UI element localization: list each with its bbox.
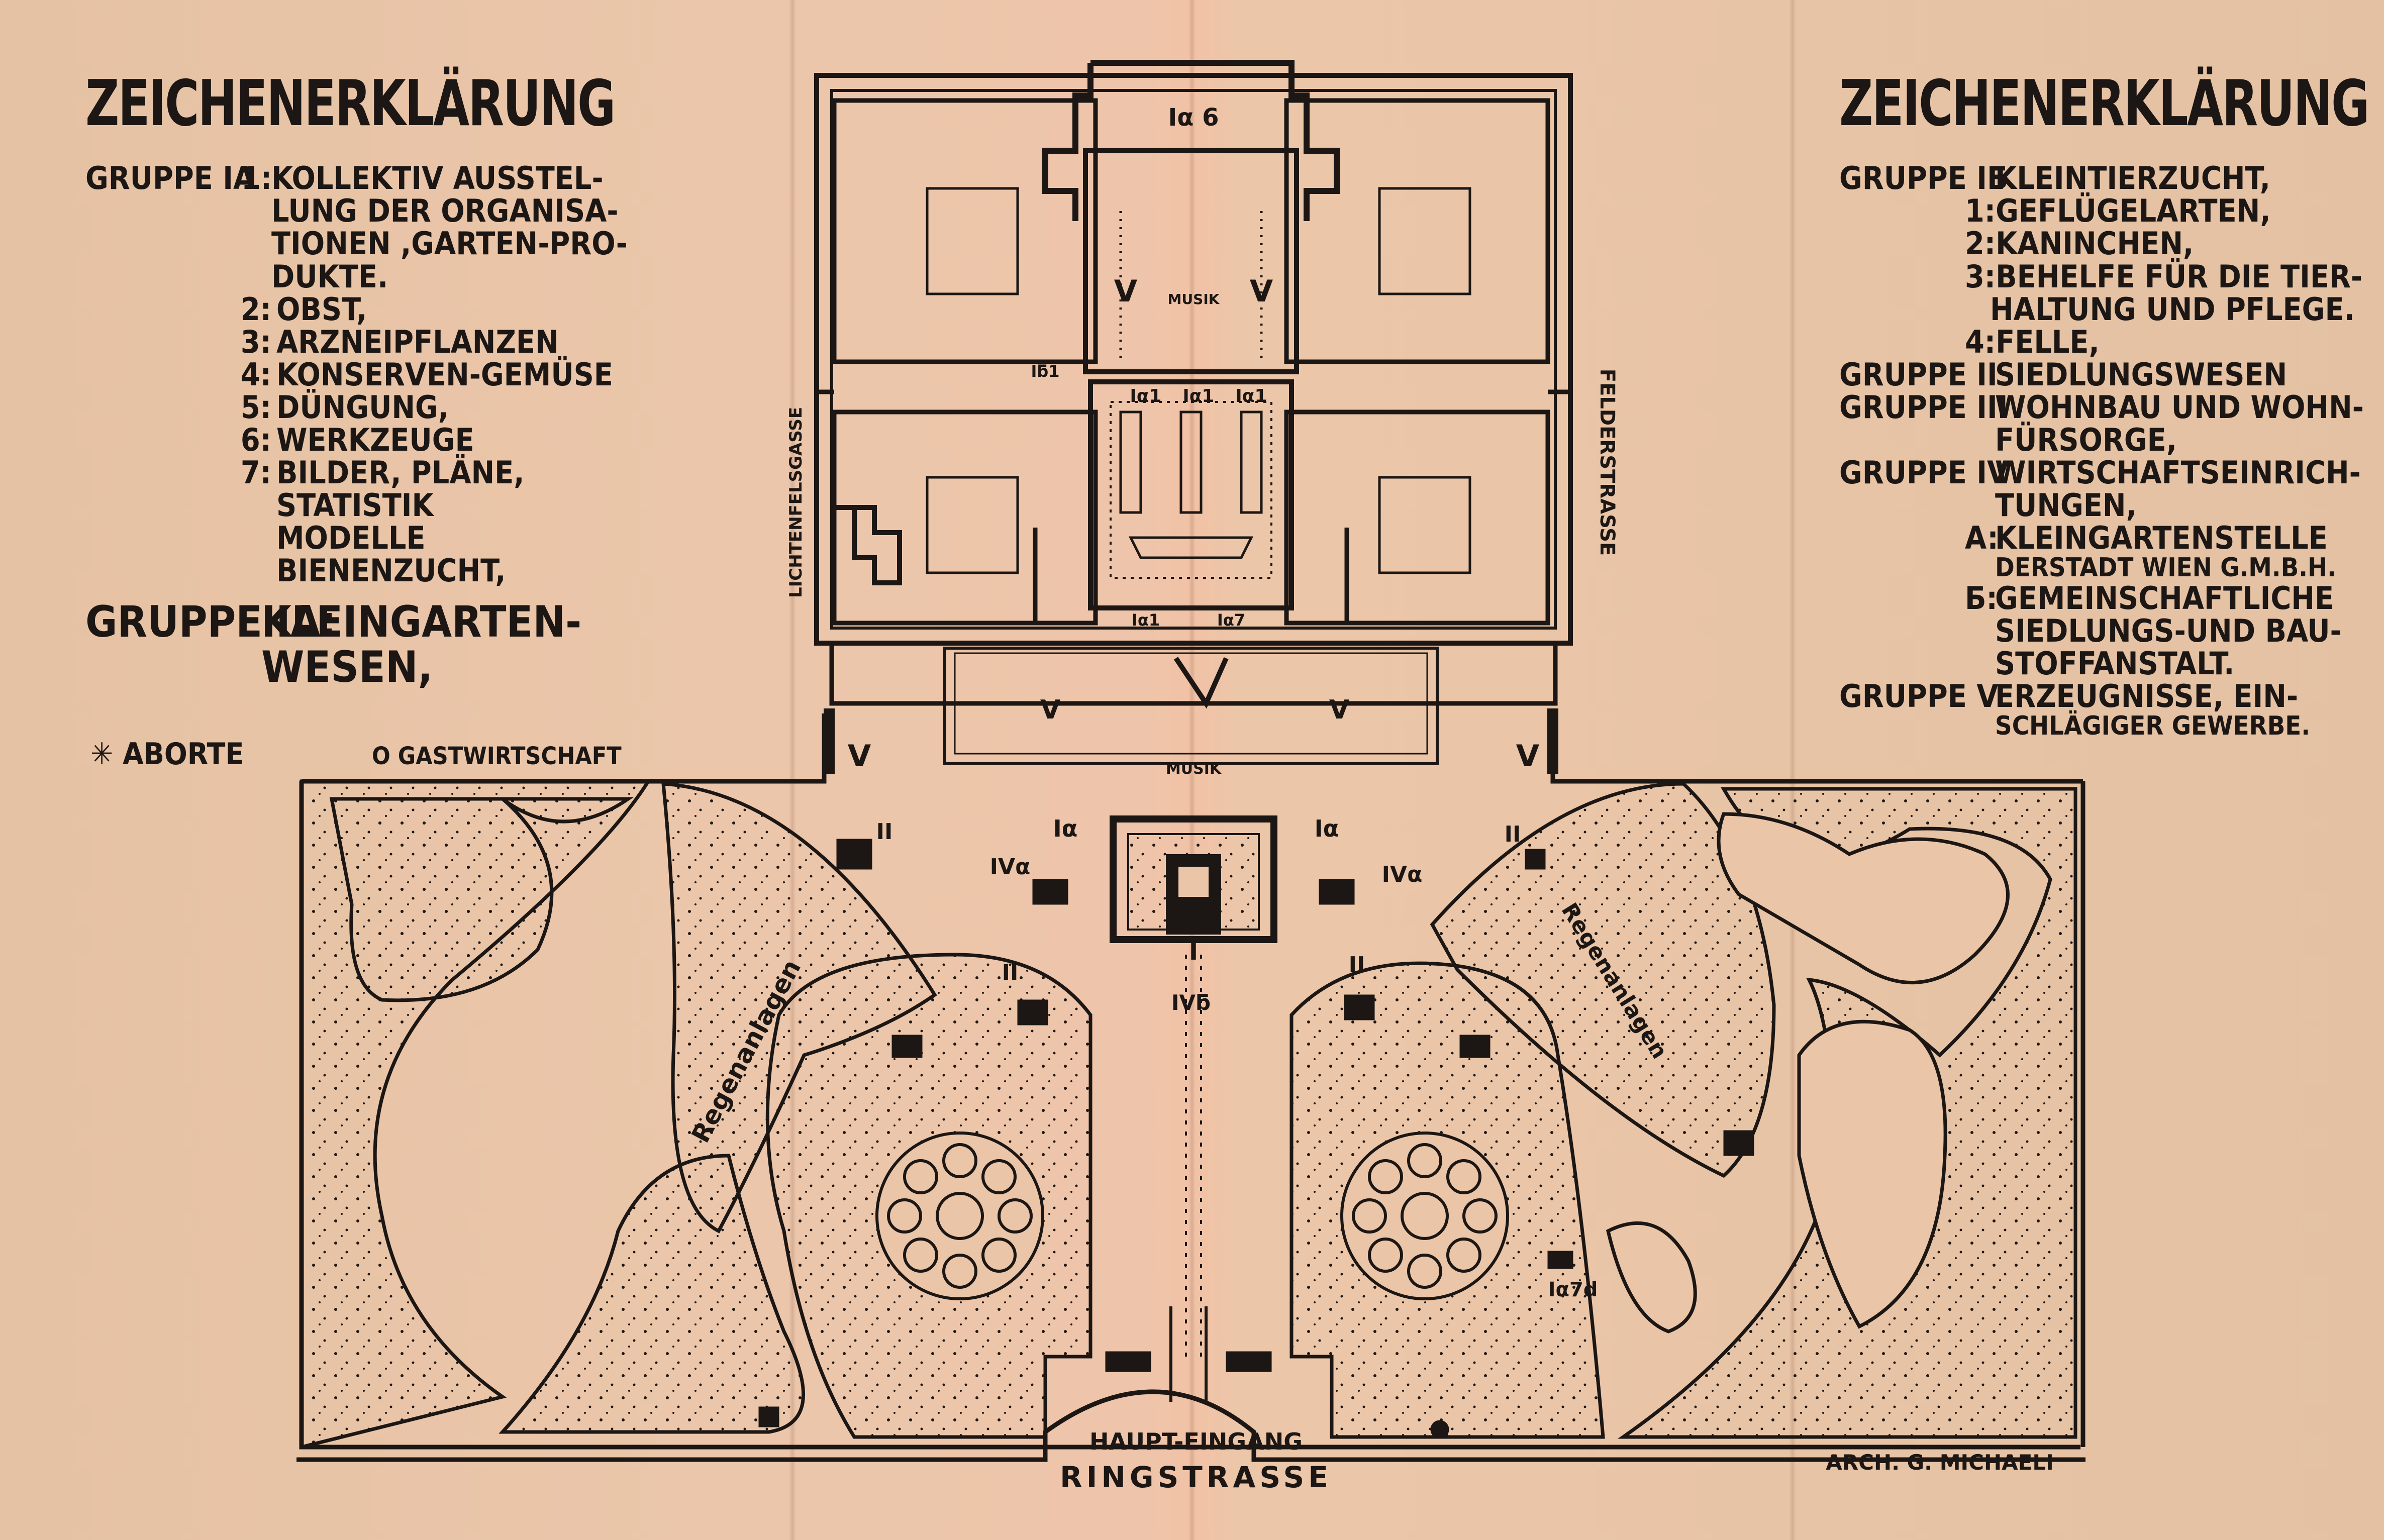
left-legend: ZEICHENERKLÄRUNG GRUPPE Iα 1: KOLLEKTIV … <box>85 70 638 690</box>
group-label: GRUPPE III <box>1839 388 2008 426</box>
legend-line: SIEDLUNGS-UND BAU- <box>1995 612 2342 650</box>
label-ia: Iα <box>1315 815 1339 842</box>
entrance-label: HAUPT-EINGANG <box>1089 1428 1303 1455</box>
legend-line: MODELLE <box>276 520 426 557</box>
gastwirtschaft-legend: O GASTWIRTSCHAFT <box>372 742 622 770</box>
legend-line: HALTUNG UND PFLEGE. <box>1990 290 2355 328</box>
legend-line: ERZEUGNISSE, EIN- <box>1995 678 2299 715</box>
legend-line: DÜNGUNG, <box>276 388 449 426</box>
group-v-label: GRUPPE V <box>1839 678 1999 715</box>
item-num: a: <box>1965 520 1999 557</box>
label-i: I <box>1189 937 1199 966</box>
legend-line: KLEINGARTENSTELLE <box>1995 520 2328 557</box>
flower-rosette-right <box>1340 1132 1509 1300</box>
aborte-legend: ✳ ABORTE <box>90 737 244 772</box>
label-ia6: Iα 6 <box>1168 104 1219 132</box>
item-num: 4: <box>240 356 271 393</box>
street-left-label: LICHTENFELSGASSE <box>786 407 806 598</box>
label-iva: IVα <box>990 854 1031 880</box>
central-pavilion <box>1110 815 1277 943</box>
label-ia: Iα <box>1053 815 1078 842</box>
legend-line: STATISTIK <box>276 487 434 524</box>
left-legend-title: ZEICHENERKLÄRUNG <box>85 66 616 140</box>
legend-line: BILDER, PLÄNE, <box>276 454 525 491</box>
group-ib-title: KLEINTIERZUCHT, <box>1995 160 2270 197</box>
label-v: V <box>1329 695 1349 725</box>
legend-line: DERSTADT WIEN G.M.B.H. <box>1995 553 2336 583</box>
item-num: 5: <box>240 388 271 426</box>
central-axis <box>1169 955 1208 1402</box>
legend-line: OBST, <box>276 290 367 328</box>
legend-line: 4:FELLE, <box>1965 323 2100 360</box>
legend-line: GEMEINSCHAFTLICHE <box>1995 580 2334 617</box>
label-ia1: Iα1 <box>1182 386 1214 406</box>
label-ia7d: Iα7d <box>1548 1278 1598 1301</box>
item-num: 6: <box>240 422 271 459</box>
fold-line <box>1789 0 1796 1540</box>
label-ia7: Iα7 <box>1217 610 1245 630</box>
legend-line: WESEN, <box>261 642 433 693</box>
fold-line <box>1188 0 1196 1540</box>
group-ia-label: GRUPPE Iα <box>85 160 255 197</box>
item-num: 3: <box>240 323 271 360</box>
legend-line: WERKZEUGE <box>276 422 474 459</box>
legend-line: TUNGEN, <box>1995 487 2137 524</box>
label-ia1: Iα1 <box>1235 386 1267 406</box>
item-num: 2: <box>240 290 271 328</box>
legend-line: KONSERVEN-GEMÜSE <box>276 356 613 393</box>
legend-line: FÜRSORGE, <box>1995 422 2177 459</box>
label-ii: II <box>1002 960 1019 985</box>
label-ii: II <box>1349 952 1365 978</box>
legend-line: STOFFANSTALT. <box>1995 645 2235 682</box>
flower-rosette-left <box>875 1132 1044 1300</box>
label-v: V <box>1516 739 1540 774</box>
legend-line: WOHNBAU UND WOHN- <box>1995 388 2364 426</box>
label-ib1: Iƃ1 <box>1031 362 1059 381</box>
label-iva: IVα <box>1382 862 1423 887</box>
legend-line: 1:GEFLÜGELARTEN, <box>1965 192 2271 230</box>
legend-line: LUNG DER ORGANISA- <box>271 192 619 230</box>
group-label: GRUPPE II <box>1839 356 1998 393</box>
legend-line: SCHLÄGIGER GEWERBE. <box>1995 711 2310 742</box>
group-ib-label: GRUPPE Iƃ <box>1839 160 2009 197</box>
label-ii: II <box>1505 822 1521 847</box>
legend-line: SIEDLUNGSWESEN <box>1995 356 2288 393</box>
right-legend: ZEICHENERKLÄRUNG GRUPPE Iƃ KLEINTIERZUCH… <box>1839 70 2369 742</box>
legend-line: 2:KANINCHEN, <box>1965 225 2194 262</box>
legend-line: KOLLEKTIV AUSSTEL- <box>271 160 604 197</box>
small-pavilions <box>758 839 1754 1439</box>
label-ii: II <box>876 819 893 845</box>
label-v: V <box>1114 274 1138 309</box>
legend-line: WIRTSCHAFTSEINRICH- <box>1995 454 2361 491</box>
label-ivb: IVƃ <box>1171 990 1211 1015</box>
street-right-label: FELDERSTRASSE <box>1596 369 1619 556</box>
musik-mid-label: MUSIK <box>1166 760 1222 778</box>
legend-line: TIONEN ,GARTEN-PRO- <box>271 225 628 262</box>
label-v: V <box>1040 695 1060 725</box>
item-num: 1: <box>241 160 272 197</box>
label-v: V <box>1250 274 1273 309</box>
legend-line: DUKTE. <box>271 258 388 295</box>
label-ia1: Iα1 <box>1130 386 1161 406</box>
legend-line: 3:BEHELFE FÜR DIE TIER- <box>1965 258 2363 295</box>
legend-line: ARZNEIPFLANZEN <box>276 323 559 360</box>
legend-line: KLEINGARTEN- <box>261 596 582 647</box>
label-ia1: Iα1 <box>1132 610 1160 630</box>
main-building <box>814 60 1573 774</box>
label-v: V <box>848 739 871 774</box>
architect-label: ARCH. G. MICHAELI <box>1826 1450 2053 1475</box>
street-bottom-label: RINGSTRASSE <box>1060 1460 1332 1494</box>
legend-line: BIENENZUCHT, <box>276 552 506 589</box>
item-num: ƃ: <box>1965 580 1998 617</box>
item-num: 7: <box>240 454 271 491</box>
group-label: GRUPPE IV <box>1839 454 2009 491</box>
musik-top-label: MUSIK <box>1168 291 1220 307</box>
